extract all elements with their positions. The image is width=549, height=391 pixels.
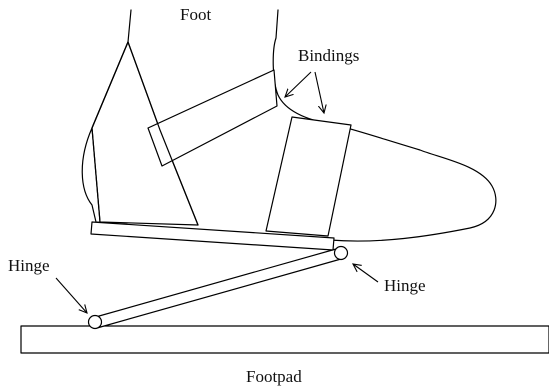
foot-outline [81,9,497,242]
hinge-left-arrow [55,277,87,313]
right-hinge-pivot [333,245,349,261]
heel-binding [91,41,199,226]
bindings-arrow-upper [285,71,312,97]
label-hinge-left: Hinge [8,256,50,275]
ankle-binding-strap [147,69,278,167]
foot-plate [90,221,335,251]
label-hinge-right: Hinge [384,276,426,295]
bindings-arrow-lower [314,71,324,113]
label-footpad: Footpad [246,367,302,386]
label-bindings: Bindings [298,46,359,65]
toe-binding-strap [265,116,352,237]
hinge-right-arrow [353,264,379,283]
left-hinge-pivot [87,314,103,330]
hinge-link [91,248,342,329]
footpad-plate [20,325,549,354]
label-foot: Foot [180,5,211,24]
